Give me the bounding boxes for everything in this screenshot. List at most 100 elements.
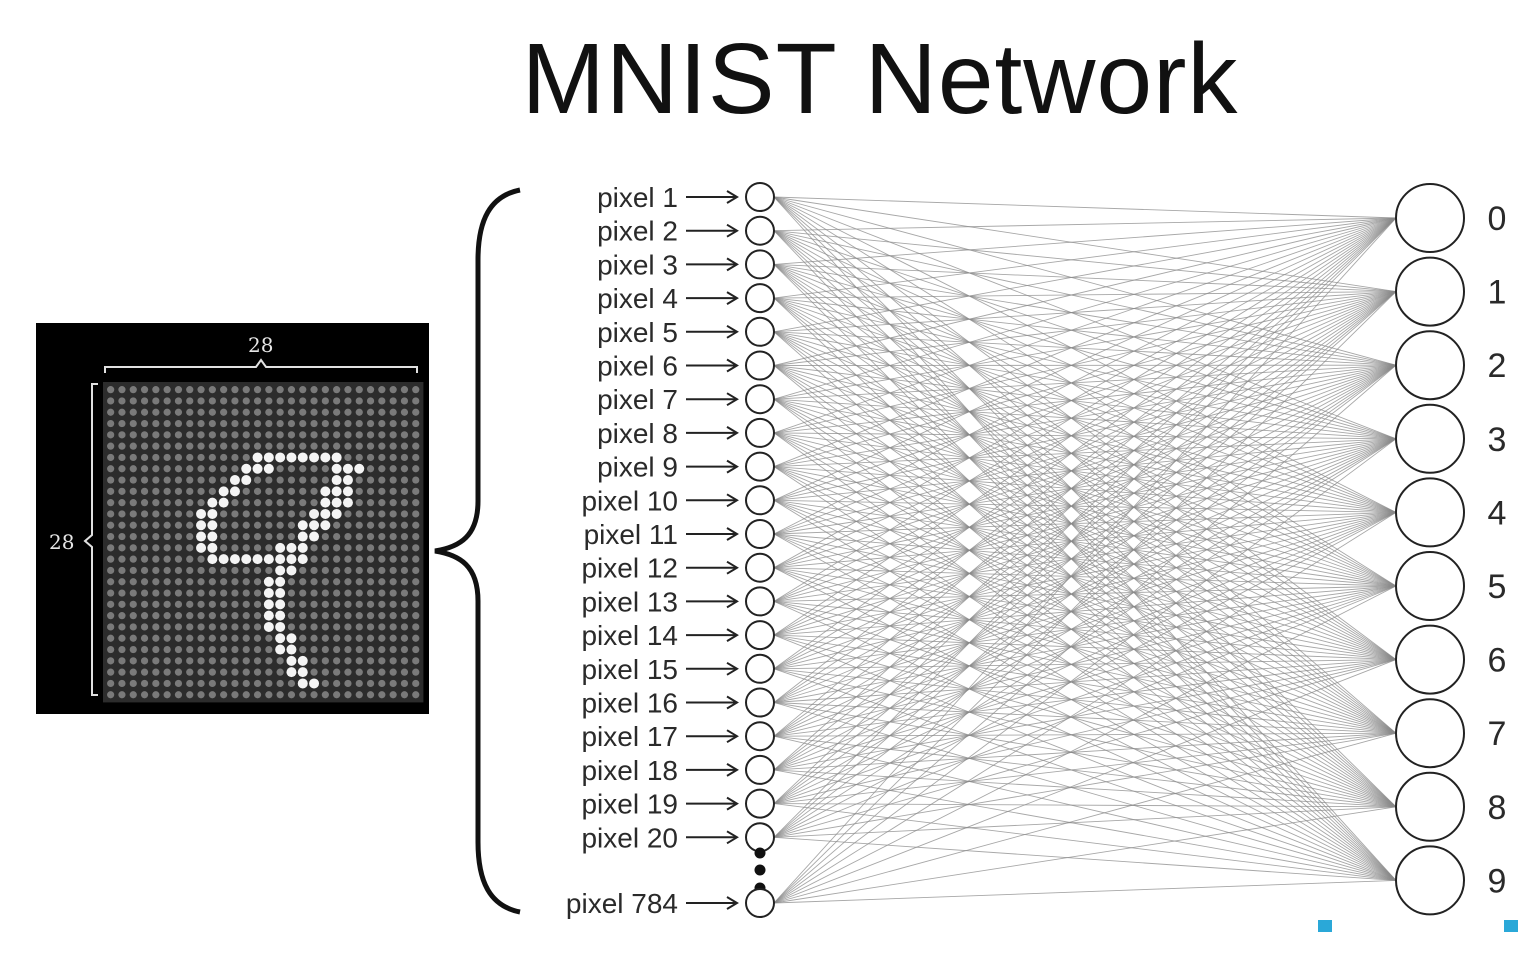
pixel-off <box>174 566 183 575</box>
input-label: pixel 6 <box>597 351 678 382</box>
pixel-off <box>299 589 307 597</box>
pixel-off <box>208 476 216 484</box>
pixel-off <box>366 397 375 405</box>
pixel-off <box>242 510 250 518</box>
pixel-on <box>297 678 308 689</box>
pixel-off <box>333 397 341 405</box>
pixel-off <box>412 612 420 620</box>
pixel-off <box>152 453 160 462</box>
pixel-on <box>207 508 218 519</box>
pixel-off <box>242 397 250 405</box>
output-node <box>1395 183 1465 253</box>
pixel-off <box>253 668 262 676</box>
pixel-on <box>286 565 297 576</box>
connection-line <box>773 732 1397 838</box>
pixel-off <box>118 465 126 473</box>
connection-line <box>773 735 1397 881</box>
pixel-off <box>140 397 149 405</box>
pixel-off <box>378 431 386 439</box>
ellipsis-dot <box>754 847 766 859</box>
pixel-off <box>265 499 273 507</box>
pixel-on <box>331 463 342 474</box>
input-label: pixel 19 <box>581 789 678 820</box>
pixel-off <box>366 566 375 575</box>
pixel-off <box>265 668 273 676</box>
pixel-off <box>333 668 341 676</box>
pixel-off <box>197 623 205 631</box>
connection-line <box>773 291 1397 737</box>
pixel-off <box>412 679 420 688</box>
pixel-off <box>186 645 194 654</box>
pixel-off <box>197 634 205 642</box>
pixel-off <box>208 578 216 586</box>
pixel-off <box>400 397 409 405</box>
pixel-off <box>287 521 296 529</box>
pixel-off <box>174 521 183 529</box>
pixel-off <box>107 408 115 416</box>
pixel-off <box>152 419 160 428</box>
connection-line <box>773 291 1397 602</box>
pixel-off <box>174 555 183 563</box>
pixel-off <box>333 623 341 631</box>
pixel-off <box>366 645 375 654</box>
pixel-off <box>253 623 262 631</box>
pixel-off <box>253 510 262 518</box>
pixel-off <box>299 645 307 654</box>
pixel-on <box>286 644 297 655</box>
pixel-off <box>152 566 160 575</box>
connection-line <box>773 585 1397 670</box>
pixel-off <box>344 431 352 439</box>
pixel-off <box>242 386 250 394</box>
input-node-13: pixel 13 <box>581 586 775 617</box>
pixel-off <box>299 499 307 507</box>
pixel-off <box>208 645 216 654</box>
connection-line <box>773 217 1397 838</box>
pixel-off <box>174 645 183 654</box>
pixel-off <box>355 668 363 676</box>
input-node-16: pixel 16 <box>581 687 775 719</box>
pixel-off <box>152 442 160 450</box>
input-label: pixel 5 <box>597 317 678 348</box>
connection-line <box>773 634 1397 881</box>
pixel-off <box>152 679 160 688</box>
pixel-off <box>129 566 137 575</box>
pixel-on <box>263 610 274 621</box>
connection-line <box>773 702 1397 734</box>
pixel-off <box>378 386 386 394</box>
pixel-off <box>321 408 329 416</box>
pixel-off <box>344 623 352 631</box>
pixel-off <box>287 476 296 484</box>
pixel-off <box>378 555 386 563</box>
pixel-off <box>242 657 250 665</box>
connection-line <box>773 438 1397 737</box>
connection-line <box>773 364 1397 501</box>
pixel-off <box>253 442 262 450</box>
pixel-off <box>310 691 318 699</box>
pixel-off <box>231 589 239 597</box>
pixel-off <box>163 453 171 462</box>
pixel-off <box>400 521 409 529</box>
pixel-off <box>400 555 409 563</box>
pixel-off <box>129 453 137 462</box>
pixel-off <box>129 645 137 654</box>
pixel-off <box>118 521 126 529</box>
connection-line <box>773 499 1397 881</box>
input-node-18: pixel 18 <box>581 754 775 786</box>
pixel-off <box>186 465 194 473</box>
arrow-head <box>726 493 739 508</box>
pixel-on <box>207 531 218 542</box>
connection-line <box>773 217 1397 670</box>
pixel-off <box>366 386 375 394</box>
output-label: 3 <box>1488 421 1507 459</box>
connection-line <box>773 600 1397 734</box>
connection-line <box>773 438 1397 904</box>
pixel-off <box>321 634 329 642</box>
pixel-off <box>287 431 296 439</box>
pixel-off <box>220 476 228 484</box>
pixel-off <box>174 397 183 405</box>
pixel-off <box>253 691 262 699</box>
output-label: 7 <box>1488 715 1507 753</box>
pixel-off <box>231 668 239 676</box>
pixel-off <box>344 510 352 518</box>
